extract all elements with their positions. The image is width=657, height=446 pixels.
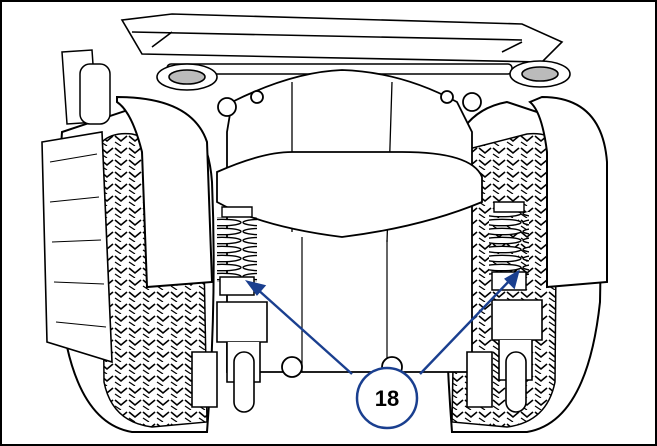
callout-circle (355, 366, 419, 430)
callout-label: 18 (375, 386, 399, 411)
seat-frame (120, 13, 571, 91)
left-caster-wheel (191, 301, 268, 413)
callout-leaders (245, 269, 520, 375)
left-suspension-spring (217, 206, 257, 296)
chassis (216, 69, 483, 378)
callout-18: 18 (355, 366, 419, 430)
left-drive-wheel (41, 49, 215, 433)
right-suspension-spring (489, 201, 529, 291)
right-caster-wheel (466, 299, 543, 413)
